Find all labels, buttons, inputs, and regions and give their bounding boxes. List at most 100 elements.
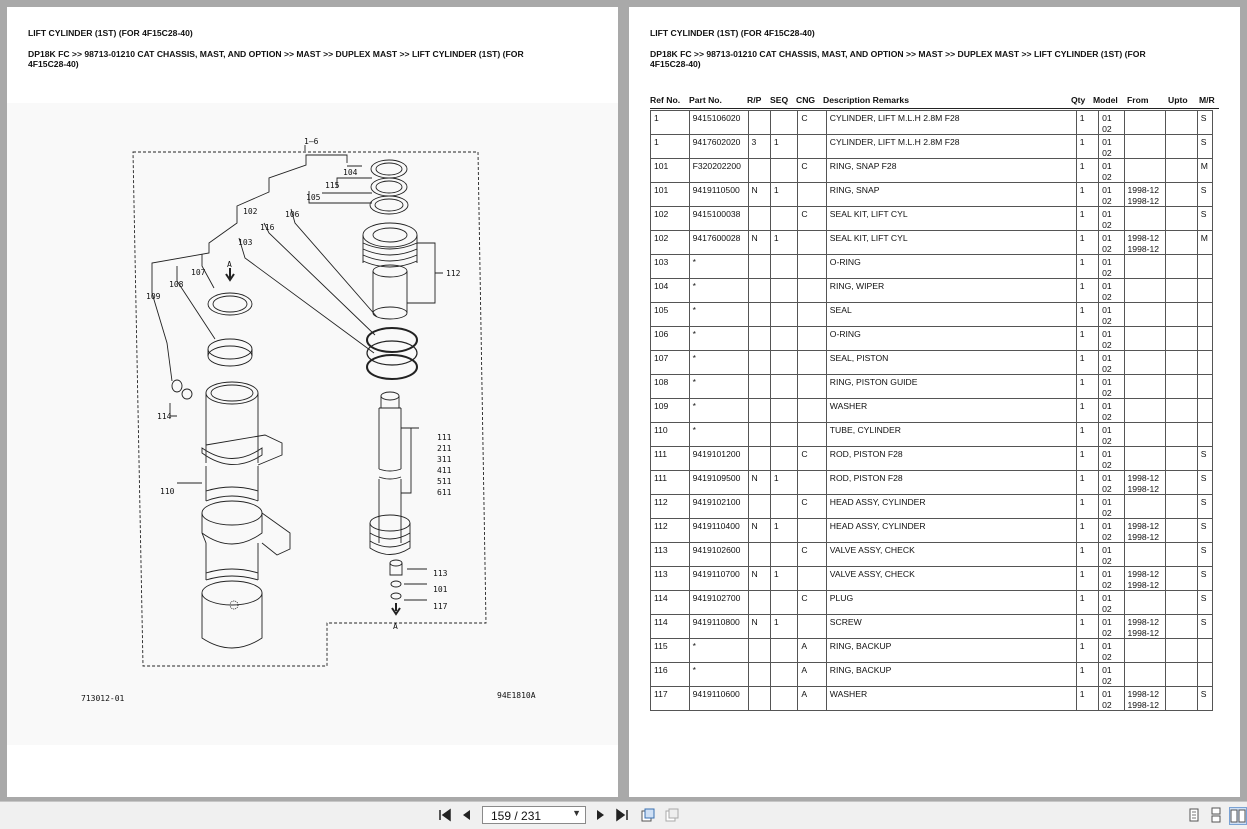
cell-rp <box>747 662 771 687</box>
cell-description: RING, SNAP F28 <box>825 158 1077 183</box>
col-qty: Qty <box>1071 95 1086 105</box>
continuous-icon[interactable] <box>1208 807 1224 823</box>
cell-from: 1998-12 1998-12 <box>1123 518 1167 543</box>
cell-seq <box>769 302 799 327</box>
callout-1-6: 1—6 <box>304 137 319 146</box>
cell-mr: S <box>1196 686 1214 711</box>
cell-seq <box>769 494 799 519</box>
assembly-boundary <box>132 151 487 667</box>
cell-cng <box>797 350 827 375</box>
cell-rp <box>747 206 771 231</box>
cell-cng <box>797 518 827 543</box>
callout-108: 108 <box>169 280 184 289</box>
page-number-select[interactable]: 159 / 231 ▼ <box>482 806 586 824</box>
cell-from: 1998-12 1998-12 <box>1123 182 1167 207</box>
cell-ref-no: 1 <box>650 134 690 159</box>
cell-rp <box>747 278 771 303</box>
cell-upto <box>1165 374 1198 399</box>
cell-ref-no: 104 <box>650 278 690 303</box>
callout-112: 112 <box>446 269 461 278</box>
callout-111: 111 <box>437 433 452 442</box>
cell-from <box>1123 374 1167 399</box>
breadcrumb-line2: 4F15C28-40) <box>28 59 79 69</box>
prev-page-icon[interactable] <box>459 807 475 823</box>
cell-qty: 1 <box>1075 206 1100 231</box>
cell-seq: 1 <box>769 470 799 495</box>
cell-rp <box>747 542 771 567</box>
cell-model: 01 02 <box>1098 590 1125 615</box>
cell-cng <box>797 134 827 159</box>
cell-model: 01 02 <box>1098 182 1125 207</box>
cell-from <box>1123 662 1167 687</box>
cell-seq: 1 <box>769 518 799 543</box>
col-from: From <box>1127 95 1149 105</box>
single-page-icon[interactable] <box>1186 807 1202 823</box>
next-page-icon[interactable] <box>592 807 608 823</box>
cell-cng <box>797 326 827 351</box>
page-title: LIFT CYLINDER (1ST) (FOR 4F15C28-40) <box>28 28 193 38</box>
o-ring-large <box>366 327 418 353</box>
cell-mr <box>1196 638 1214 663</box>
cell-cng: A <box>797 662 827 687</box>
cell-mr: S <box>1196 542 1214 567</box>
cell-part-no: 9419110400 <box>688 518 749 543</box>
cell-mr: S <box>1196 494 1214 519</box>
cell-part-no: 9415106020 <box>688 110 749 135</box>
right-page: LIFT CYLINDER (1ST) (FOR 4F15C28-40) DP1… <box>629 7 1240 797</box>
cell-upto <box>1165 206 1198 231</box>
cell-part-no: * <box>688 278 749 303</box>
cell-mr: S <box>1196 134 1214 159</box>
cell-mr <box>1196 350 1214 375</box>
cell-ref-no: 114 <box>650 590 690 615</box>
first-page-icon[interactable] <box>437 807 453 823</box>
cell-model: 01 02 <box>1098 302 1125 327</box>
cell-model: 01 02 <box>1098 278 1125 303</box>
cell-description: SEAL KIT, LIFT CYL <box>825 206 1077 231</box>
cell-rp <box>747 326 771 351</box>
cell-model: 01 02 <box>1098 614 1125 639</box>
cell-from <box>1123 158 1167 183</box>
cell-from <box>1123 278 1167 303</box>
last-page-icon[interactable] <box>614 807 630 823</box>
cell-rp: N <box>747 470 771 495</box>
cell-upto <box>1165 542 1198 567</box>
cell-description: SEAL <box>825 302 1077 327</box>
cell-seq <box>769 662 799 687</box>
callout-101: 101 <box>433 585 448 594</box>
cell-seq <box>769 638 799 663</box>
cell-description: RING, BACKUP <box>825 662 1077 687</box>
tube-cylinder <box>201 381 291 649</box>
cell-seq <box>769 590 799 615</box>
cell-from <box>1123 446 1167 471</box>
callout-107: 107 <box>191 268 206 277</box>
cell-cng <box>797 182 827 207</box>
two-page-icon[interactable] <box>1229 807 1247 825</box>
cell-qty: 1 <box>1075 662 1100 687</box>
cell-model: 01 02 <box>1098 422 1125 447</box>
cell-from <box>1123 134 1167 159</box>
cell-mr <box>1196 302 1214 327</box>
cell-cng <box>797 614 827 639</box>
cell-part-no: 9419110600 <box>688 686 749 711</box>
cell-ref-no: 113 <box>650 566 690 591</box>
cell-ref-no: 112 <box>650 494 690 519</box>
cell-from <box>1123 494 1167 519</box>
cell-upto <box>1165 422 1198 447</box>
cell-rp <box>747 374 771 399</box>
cell-qty: 1 <box>1075 518 1100 543</box>
cell-qty: 1 <box>1075 326 1100 351</box>
cell-from <box>1123 110 1167 135</box>
callout-116: 116 <box>260 223 275 232</box>
fit-width-icon[interactable] <box>664 807 680 823</box>
cell-part-no: 9419110500 <box>688 182 749 207</box>
cell-rp <box>747 590 771 615</box>
cell-model: 01 02 <box>1098 158 1125 183</box>
fit-page-icon[interactable] <box>640 807 656 823</box>
cell-description: VALVE ASSY, CHECK <box>825 542 1077 567</box>
cell-part-no: * <box>688 638 749 663</box>
valve-assy-check <box>389 559 403 576</box>
cell-model: 01 02 <box>1098 494 1125 519</box>
